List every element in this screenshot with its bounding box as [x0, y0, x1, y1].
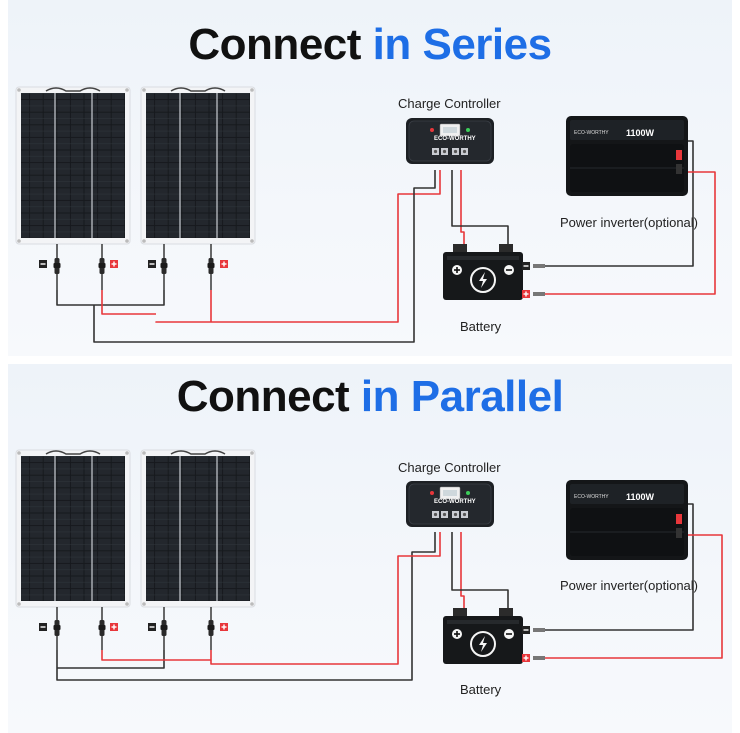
negative-icon: [39, 260, 47, 268]
series-positive-output-wire: [155, 170, 441, 323]
series-battery-pos-wire: [460, 170, 465, 244]
series-inverter-pos-wire: [545, 171, 716, 295]
positive-icon: [220, 260, 228, 268]
negative-icon: [522, 626, 530, 634]
series-battery-label: Battery: [460, 319, 502, 334]
negative-icon: [522, 262, 530, 270]
parallel-positive-link-wire: [101, 650, 211, 661]
parallel-solar-panel-1: [15, 449, 131, 608]
parallel-title: Connect in Parallel: [0, 372, 740, 422]
parallel-charge-controller-label: Charge Controller: [398, 460, 501, 475]
series-inverter-rating: 1100W: [626, 128, 655, 138]
parallel-negative-bus-wire: [56, 532, 436, 681]
parallel-inverter-neg-wire: [545, 503, 694, 631]
parallel-diagram: ECO-WORTHY ECO-WORTHY 1100W: [15, 449, 723, 681]
positive-icon: [110, 623, 118, 631]
parallel-inverter-pos-wire: [545, 534, 723, 659]
series-solar-panel-1: [15, 86, 131, 245]
negative-icon: [148, 623, 156, 631]
negative-icon: [39, 623, 47, 631]
parallel-battery-neg-wire: [451, 532, 509, 608]
series-solar-panel-2: [140, 86, 256, 245]
positive-icon: [522, 290, 530, 298]
parallel-mc4-connector: [160, 620, 168, 636]
parallel-inverter-label: Power inverter(optional): [560, 578, 699, 593]
series-negative-output-wire: [93, 170, 436, 343]
series-battery-neg-wire: [451, 170, 509, 244]
series-charge-controller-label: Charge Controller: [398, 96, 501, 111]
series-mc4-connector: [53, 258, 61, 274]
series-mc4-connector: [160, 258, 168, 274]
parallel-solar-panel-2: [140, 449, 256, 608]
positive-icon: [522, 654, 530, 662]
series-battery: [442, 243, 524, 301]
series-title-accent: in Series: [372, 20, 552, 69]
negative-icon: [148, 260, 156, 268]
series-mc4-connector: [207, 258, 215, 274]
positive-icon: [220, 623, 228, 631]
parallel-battery: [442, 607, 524, 665]
parallel-mc4-connector: [98, 620, 106, 636]
parallel-title-main: Connect: [176, 372, 350, 421]
series-negative-wire: [56, 290, 165, 306]
series-title-main: Connect: [188, 20, 361, 69]
series-inverter-label: Power inverter(optional): [560, 215, 699, 230]
series-title: Connect in Series: [0, 20, 740, 70]
parallel-battery-pos-wire: [460, 532, 465, 608]
parallel-mc4-connector: [53, 620, 61, 636]
parallel-title-accent: in Parallel: [360, 372, 564, 421]
parallel-controller-brand: ECO-WORTHY: [434, 499, 476, 505]
parallel-mc4-connector: [207, 620, 215, 636]
parallel-inverter-rating: 1100W: [626, 492, 655, 502]
parallel-battery-label: Battery: [460, 682, 502, 697]
series-link-wire: [101, 290, 156, 315]
parallel-positive-bus-wire: [210, 532, 441, 665]
parallel-negative-link-wire: [57, 650, 165, 669]
positive-icon: [110, 260, 118, 268]
series-mc4-connector: [98, 258, 106, 274]
series-controller-brand: ECO-WORTHY: [434, 136, 476, 142]
series-diagram: ECO-WORTHY ECO-WORTHY 1100W: [15, 86, 716, 343]
parallel-inverter-brand: ECO-WORTHY: [574, 494, 609, 500]
series-inverter-neg-wire: [545, 140, 694, 267]
series-inverter-brand: ECO-WORTHY: [574, 130, 609, 136]
